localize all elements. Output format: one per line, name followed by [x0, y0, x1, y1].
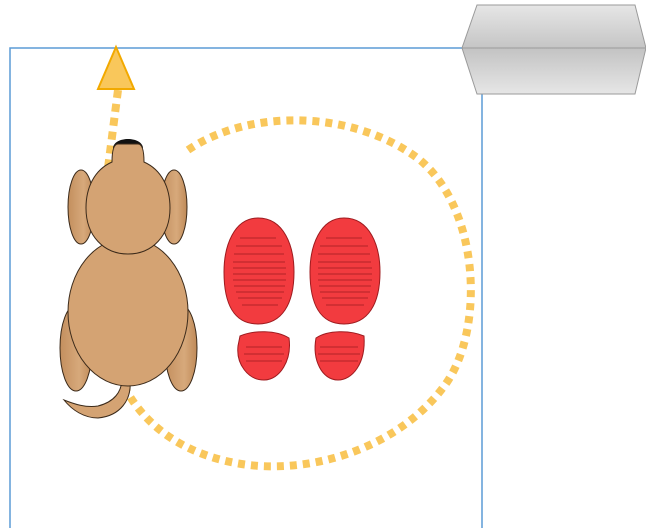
right-shoe-heel [315, 332, 364, 380]
right-shoe-sole [310, 218, 380, 324]
up-arrow-triangle-icon [98, 47, 134, 89]
dog-body [68, 238, 188, 386]
shoe-footprints-icon [224, 218, 380, 380]
left-shoe-sole [224, 218, 294, 324]
left-shoe-print [224, 218, 294, 380]
left-shoe-heel [238, 332, 290, 380]
right-shoe-print [310, 218, 380, 380]
dog-head [86, 144, 170, 254]
gray-hexagon-prism-icon [462, 5, 646, 94]
dog-top-view-icon [60, 139, 197, 418]
